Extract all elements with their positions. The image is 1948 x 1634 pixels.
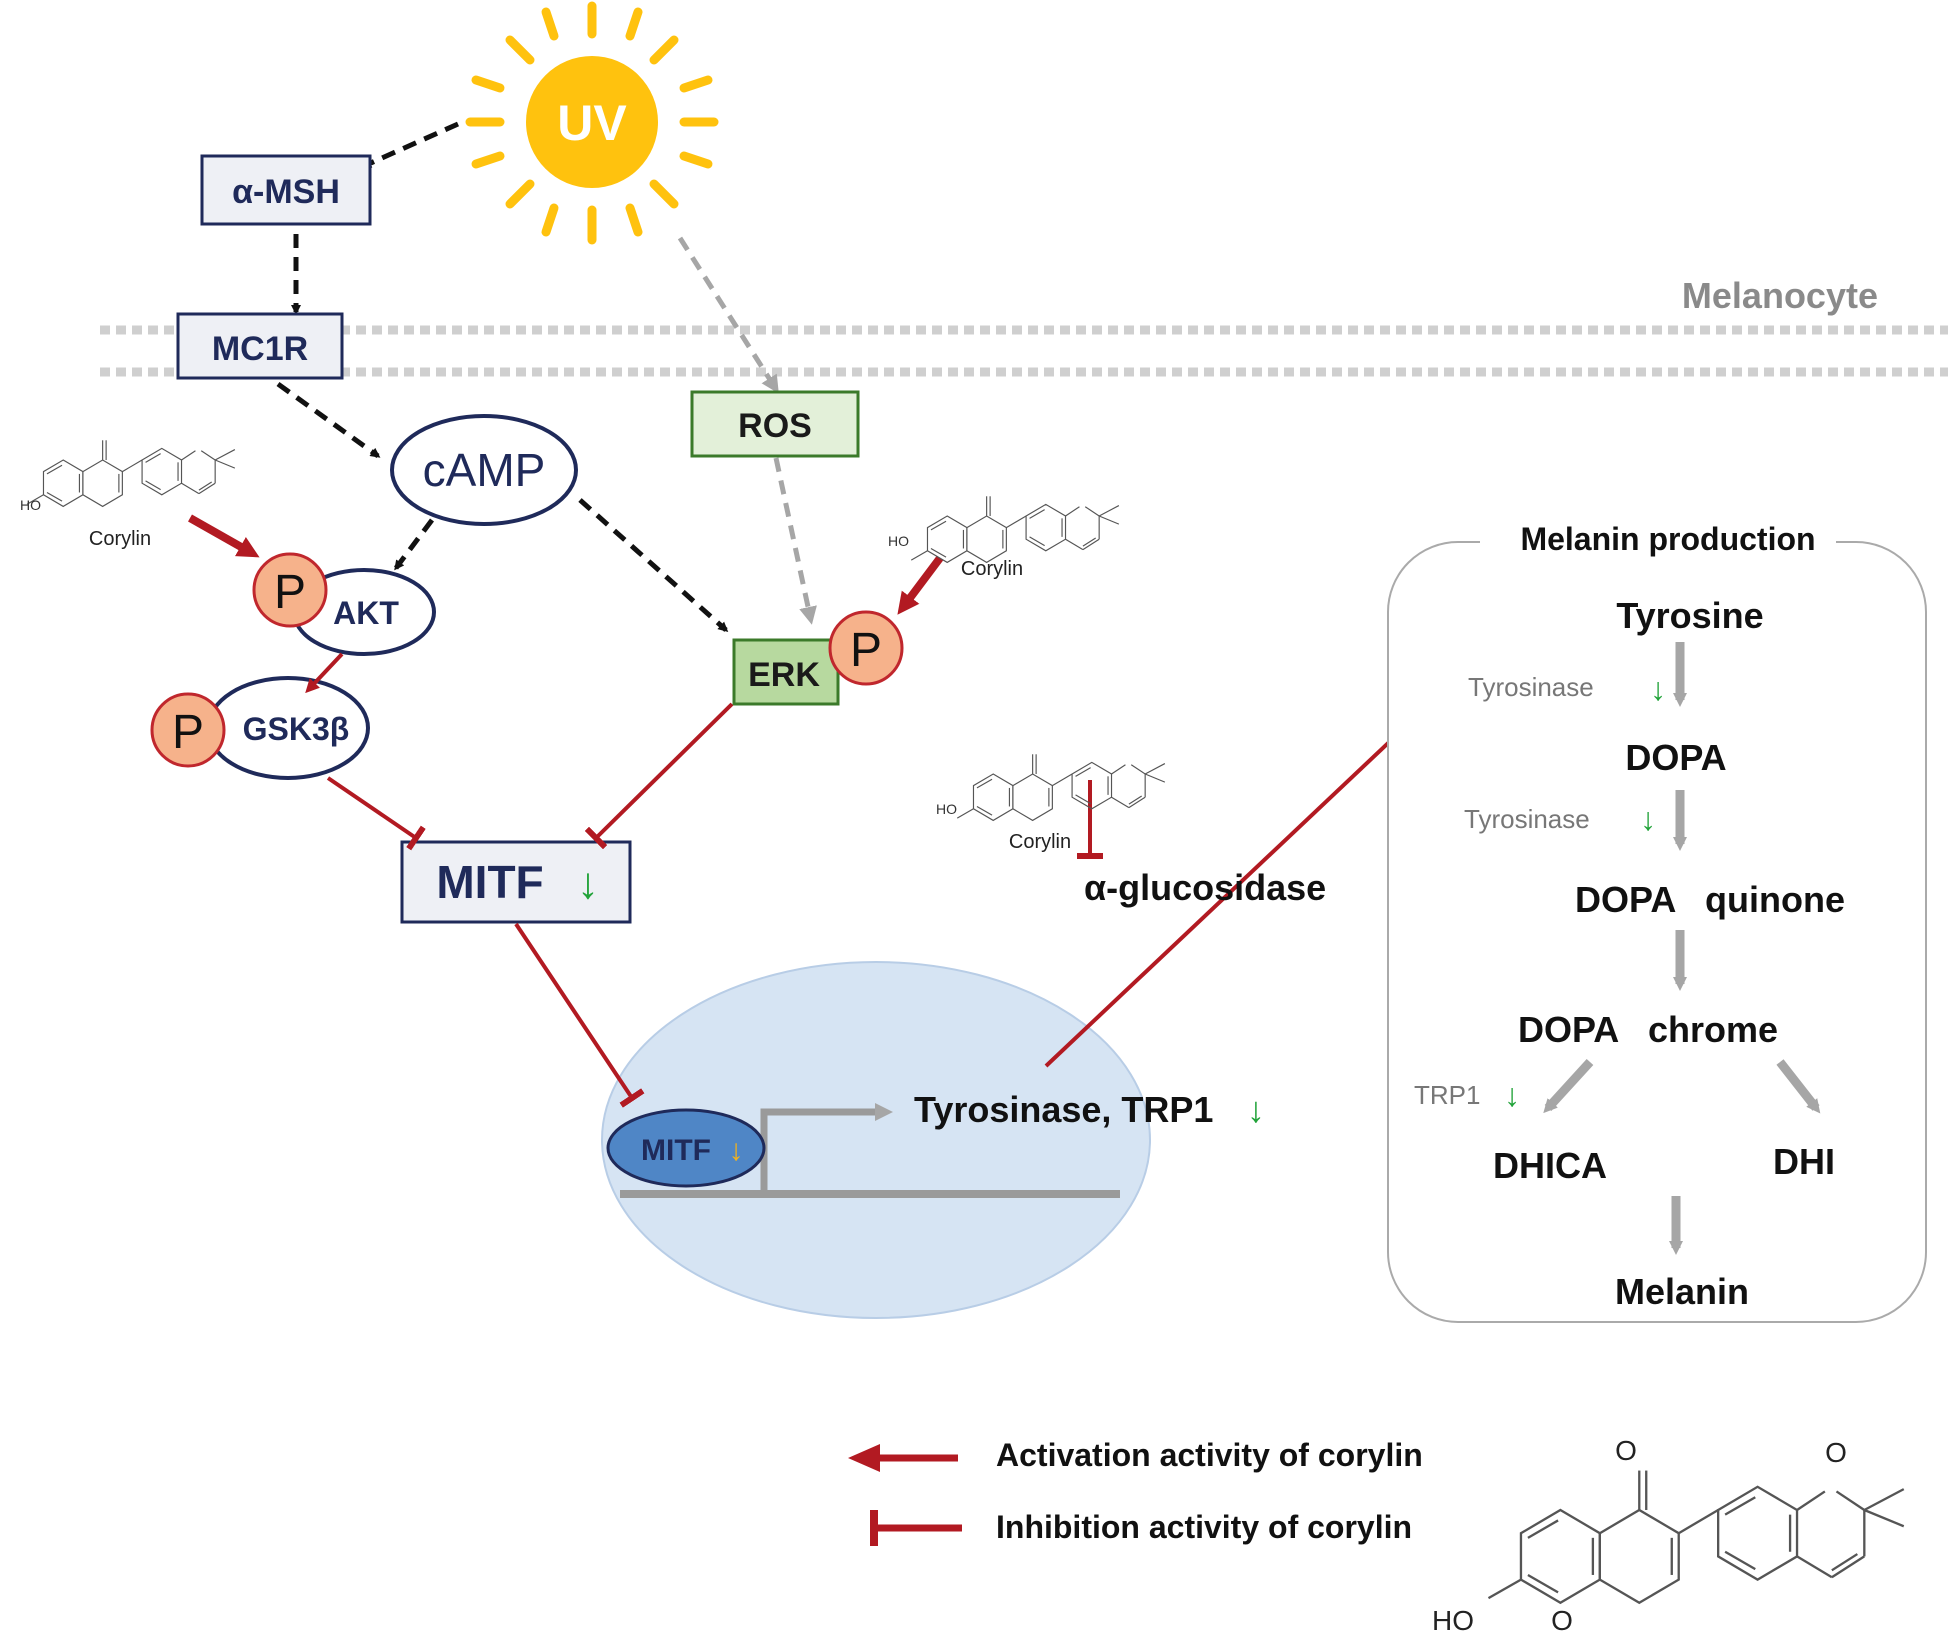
grey-dashed-arrows xyxy=(677,236,817,625)
uv-to-ros-arrow xyxy=(677,236,779,394)
ros-label: ROS xyxy=(738,407,812,445)
uv-sun-icon: UV xyxy=(465,1,719,245)
step-melanin: Melanin xyxy=(1615,1271,1749,1312)
corylin-2-ho-label: HO xyxy=(888,533,909,549)
corylin-to-akt-arrow xyxy=(188,514,260,558)
mc1r-to-camp-arrow xyxy=(276,381,381,459)
aglucosidase-label: α-glucosidase xyxy=(1084,867,1326,908)
structure-pyran-o: O xyxy=(1825,1437,1847,1468)
ros-to-erk-arrow xyxy=(773,457,817,625)
inhibition-lines xyxy=(326,684,1450,1108)
step-tyrosine: Tyrosine xyxy=(1616,595,1763,636)
legend-activation-label: Activation activity of corylin xyxy=(996,1437,1423,1473)
mc1r-label: MC1R xyxy=(212,330,308,368)
corylin-to-erk-arrow xyxy=(897,555,944,615)
enzyme-1-down-icon: ↓ xyxy=(1650,671,1666,707)
step-dhica: DHICA xyxy=(1493,1145,1607,1186)
enzyme-2-down-icon: ↓ xyxy=(1640,801,1656,837)
legend-activation-arrow-icon xyxy=(848,1444,880,1472)
aglucosidase-inhibits-tyrosinase xyxy=(1044,684,1450,1068)
erk-box: ERK xyxy=(732,638,840,706)
uv-to-amsh-arrow xyxy=(361,121,460,169)
mitf-nuclear: MITF ↓ xyxy=(606,1108,766,1188)
corylin-1-ho-label: HO xyxy=(20,497,41,513)
mitf-inhibits-nuclear-mitf xyxy=(514,922,645,1108)
enzyme-tyrosinase-1: Tyrosinase xyxy=(1468,672,1594,702)
mitf-nuclear-down-icon: ↓ xyxy=(729,1134,744,1167)
legend-inhibition: Inhibition activity of corylin xyxy=(870,1509,1412,1546)
corylin-molecule-1: HO Corylin xyxy=(20,439,236,550)
corylin-3-ho-label: HO xyxy=(936,801,957,817)
phospho-gsk3b: P xyxy=(150,692,226,768)
akt-ellipse: AKT xyxy=(292,568,436,656)
phospho-gsk3b-label: P xyxy=(172,706,204,759)
camp-to-erk-arrow xyxy=(578,498,729,632)
mitf-down-arrow-icon: ↓ xyxy=(577,859,599,908)
legend-inhibition-label: Inhibition activity of corylin xyxy=(996,1509,1412,1545)
corylin-1-name: Corylin xyxy=(89,528,151,550)
phospho-erk: P xyxy=(828,610,904,686)
promoter xyxy=(620,1103,1120,1198)
akt-label: AKT xyxy=(333,595,399,631)
camp-ellipse: cAMP xyxy=(390,414,578,526)
structure-ring-o: O xyxy=(1551,1605,1573,1634)
step-dhi: DHI xyxy=(1773,1141,1835,1182)
nucleus xyxy=(601,961,1151,1319)
corylin-molecule-2: HO Corylin xyxy=(888,495,1120,580)
corylin-molecule-3: HO Corylin xyxy=(936,753,1166,853)
mitf-box: MITF ↓ xyxy=(400,840,632,924)
target-genes-down-icon: ↓ xyxy=(1247,1089,1265,1130)
amsh-box: α-MSH xyxy=(200,154,372,226)
enzyme-trp1: TRP1 xyxy=(1414,1080,1480,1110)
camp-to-akt-arrow xyxy=(394,518,434,571)
gsk3b-label: GSK3β xyxy=(243,711,350,747)
melanin-production-title: Melanin production xyxy=(1520,521,1815,557)
sun-rays xyxy=(465,1,719,245)
structure-carbonyl-o: O xyxy=(1615,1435,1637,1466)
amsh-label: α-MSH xyxy=(232,173,340,211)
ros-box: ROS xyxy=(690,390,860,458)
step-dopa: DOPA xyxy=(1625,737,1726,778)
phospho-akt: P xyxy=(252,552,328,628)
step-dopa-quinone: DOPA quinone xyxy=(1575,879,1845,920)
phospho-erk-label: P xyxy=(850,624,882,677)
dashed-signal-arrows xyxy=(276,121,729,632)
mc1r-box: MC1R xyxy=(176,312,344,380)
target-genes-label: Tyrosinase, TRP1 xyxy=(914,1089,1213,1130)
melanin-production-panel: Melanin production Tyrosine DOPA DOPA qu… xyxy=(1387,521,1927,1323)
enzyme-3-down-icon: ↓ xyxy=(1504,1077,1520,1113)
uv-label: UV xyxy=(557,95,627,151)
production-arrows xyxy=(1543,642,1821,1255)
legend-inhibition-bar-icon xyxy=(870,1510,878,1546)
gsk3b-ellipse: GSK3β xyxy=(206,676,370,780)
step-dopa-chrome: DOPA chrome xyxy=(1518,1009,1778,1050)
structure-ho-label: HO xyxy=(1432,1605,1474,1634)
mitf-label: MITF xyxy=(436,856,543,908)
corylin-structure-large: HO O O O xyxy=(1432,1435,1905,1634)
gsk3b-inhibits-mitf xyxy=(326,776,426,851)
melanocyte-label: Melanocyte xyxy=(1682,275,1878,316)
erk-inhibits-mitf xyxy=(584,702,734,850)
corylin-3-name: Corylin xyxy=(1009,831,1071,853)
cell-membrane xyxy=(100,325,1948,377)
legend-activation: Activation activity of corylin xyxy=(848,1437,1423,1473)
enzyme-tyrosinase-2: Tyrosinase xyxy=(1464,804,1590,834)
legend: Activation activity of corylin Inhibitio… xyxy=(848,1437,1423,1546)
activation-arrows xyxy=(188,514,944,615)
mitf-nuclear-label: MITF xyxy=(641,1134,711,1167)
phospho-akt-label: P xyxy=(274,566,306,619)
erk-label: ERK xyxy=(748,656,820,694)
camp-label: cAMP xyxy=(423,444,546,496)
akt-to-gsk3b-arrow xyxy=(305,652,344,694)
corylin-2-name: Corylin xyxy=(961,558,1023,580)
